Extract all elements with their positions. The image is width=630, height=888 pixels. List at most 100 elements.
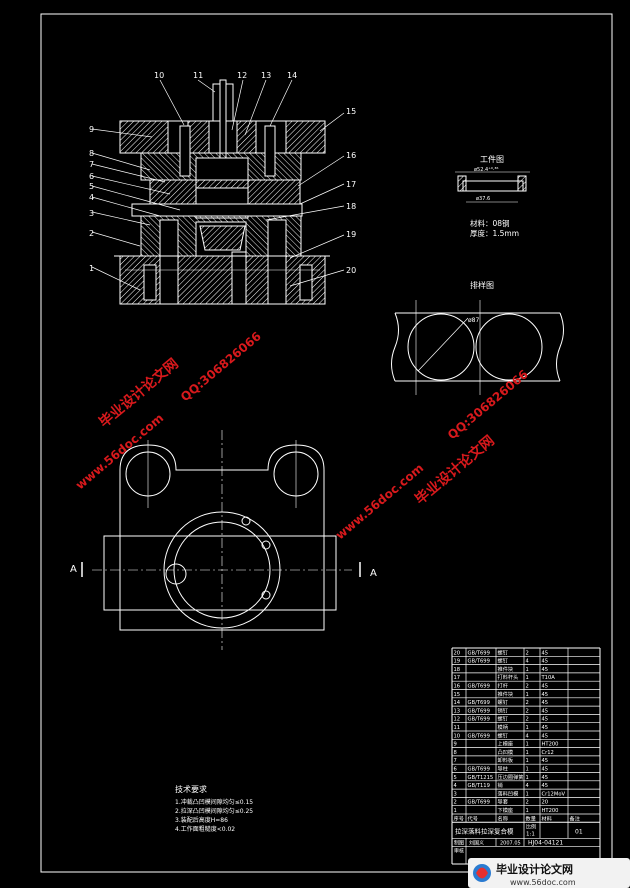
bom-cell: 推件块 [498, 690, 514, 698]
bom-cell: 45 [542, 758, 549, 764]
bom-cell: HT200 [542, 808, 559, 814]
bom-cell: 打料杆头 [498, 673, 519, 681]
watermarks: 毕业设计论文网 QQ:306826066 www.56doc.com www.5… [73, 329, 531, 542]
callout-6: 6 [89, 172, 94, 181]
callout-20: 20 [346, 266, 356, 275]
bom-cell: 9 [454, 742, 457, 748]
callout-15: 15 [346, 107, 356, 116]
bom-cell: 17 [454, 675, 461, 681]
bom-cell: GB/T119 [468, 783, 490, 789]
bom-cell: Cr12 [542, 750, 554, 756]
bom-cell: 11 [454, 725, 461, 731]
watermark-qq: QQ:306826066 [178, 329, 264, 404]
bom-cell: 45 [542, 700, 549, 706]
bom-header-cell: 序号 [454, 814, 464, 822]
footer-banner: 毕业设计论文网 www.56doc.com [468, 858, 630, 888]
bom-cell: GB/T699 [468, 650, 490, 656]
bom-drawn-by: 刘国义 [469, 839, 484, 846]
bom-cell: 20 [542, 800, 549, 806]
tech-item: 4.工作面粗糙度<0.02 [175, 825, 235, 833]
callout-7: 7 [89, 160, 94, 169]
bom-cell: 螺钉 [498, 657, 508, 665]
plan-view [81, 430, 361, 650]
section-mark-left: A [70, 564, 77, 575]
bom-cell: 销钉 [498, 706, 508, 714]
bom-cell: 卸料板 [498, 756, 514, 764]
bom-cell: 45 [542, 725, 549, 731]
bom-cell: 45 [542, 783, 549, 789]
callout-14: 14 [287, 71, 297, 80]
bom-cell: 1 [526, 808, 529, 814]
bom-cell: 4 [526, 783, 530, 789]
callout-9: 9 [89, 125, 94, 134]
bom-cell: HT200 [542, 742, 559, 748]
callout-3: 3 [89, 209, 94, 218]
bom-cell: 4 [526, 733, 530, 739]
bom-cell: 推件块 [498, 665, 514, 673]
bom-cell: 导柱 [498, 765, 508, 773]
bom-cell: T10A [541, 675, 556, 681]
watermark-url: www.56doc.com [333, 461, 426, 543]
bom-cell: 1 [526, 750, 529, 756]
bom-cell: 45 [542, 684, 549, 690]
callout-labels: 1 2 3 4 5 6 7 8 9 10 11 12 13 14 15 16 1… [89, 71, 356, 275]
bom-cell: GB/T699 [468, 659, 490, 665]
bom-cell: 2 [526, 684, 529, 690]
bom-cell: 45 [542, 733, 549, 739]
bom-cell: 导套 [498, 798, 509, 806]
bom-cell: 1 [526, 791, 529, 797]
bom-cell: 45 [542, 708, 549, 714]
bom-cell: 7 [454, 758, 457, 764]
bom-cell: 45 [542, 775, 549, 781]
footer-url: www.56doc.com [510, 878, 576, 887]
bom-cell: 打杆 [498, 682, 508, 690]
bom-cell: 1 [526, 667, 529, 673]
bom-cell: 1 [526, 675, 529, 681]
section-mark-right: A [370, 568, 377, 579]
bom-header-cell: 代号 [468, 814, 478, 822]
watermark-qq: QQ:306826066 [445, 367, 531, 442]
layout-title: 排样图 [470, 280, 494, 290]
bom-cell: 螺钉 [498, 698, 508, 706]
bom-cell: GB/T699 [468, 733, 490, 739]
part-title: 工件图 [480, 154, 504, 164]
bom-cell: 45 [542, 717, 549, 723]
callout-12: 12 [237, 71, 247, 80]
callout-16: 16 [346, 151, 356, 160]
bom-cell: 18 [454, 667, 461, 673]
bom-cell: 1 [526, 767, 529, 773]
tech-item: 3.装配后高度H=86 [175, 816, 228, 824]
bom-scale-label: 比例 [526, 823, 536, 830]
bom-cell: 销 [498, 781, 503, 789]
part-thickness: 厚度：1.5mm [470, 228, 519, 238]
bom-cell: 13 [454, 708, 461, 714]
bom-cell: 12 [454, 717, 461, 723]
bom-cell: 螺钉 [498, 731, 508, 739]
bom-header-cell: 名称 [498, 814, 508, 822]
bom-cell: 1 [454, 808, 457, 814]
bom-cell: Cr12MoV [542, 791, 566, 797]
bom-header-cell: 备注 [570, 814, 580, 822]
bom-header-cell: 数量 [526, 814, 536, 822]
bom-check-label: 审核 [454, 847, 464, 854]
bom-cell: 螺钉 [498, 715, 508, 723]
bom-drawn-label: 制图 [454, 839, 464, 846]
bom-cell: 2 [526, 708, 529, 714]
callout-11: 11 [193, 71, 203, 80]
strip-layout: 排样图 ø87 [391, 280, 564, 395]
bom-cell: 6 [454, 767, 457, 773]
bom-cell: 8 [454, 750, 457, 756]
bom-cell: 19 [454, 659, 461, 665]
bom-date: 2007.05 [500, 840, 521, 846]
bom-cell: 20 [454, 650, 461, 656]
bom-cell: 模柄 [498, 723, 508, 731]
tech-item: 1.冲裁凸凹模间隙均匀≤0.15 [175, 798, 253, 806]
bom-cell: 45 [542, 667, 549, 673]
bom-cell: 45 [542, 692, 549, 698]
bom-cell: 2 [454, 800, 457, 806]
callout-18: 18 [346, 202, 356, 211]
callout-13: 13 [261, 71, 271, 80]
bom-scale: 1:1 [526, 831, 535, 837]
part-drawing: 工件图 ø52.4⁺⁰·³⁶ ø37.6 材料：08钢 厚度：1.5mm [455, 154, 530, 238]
